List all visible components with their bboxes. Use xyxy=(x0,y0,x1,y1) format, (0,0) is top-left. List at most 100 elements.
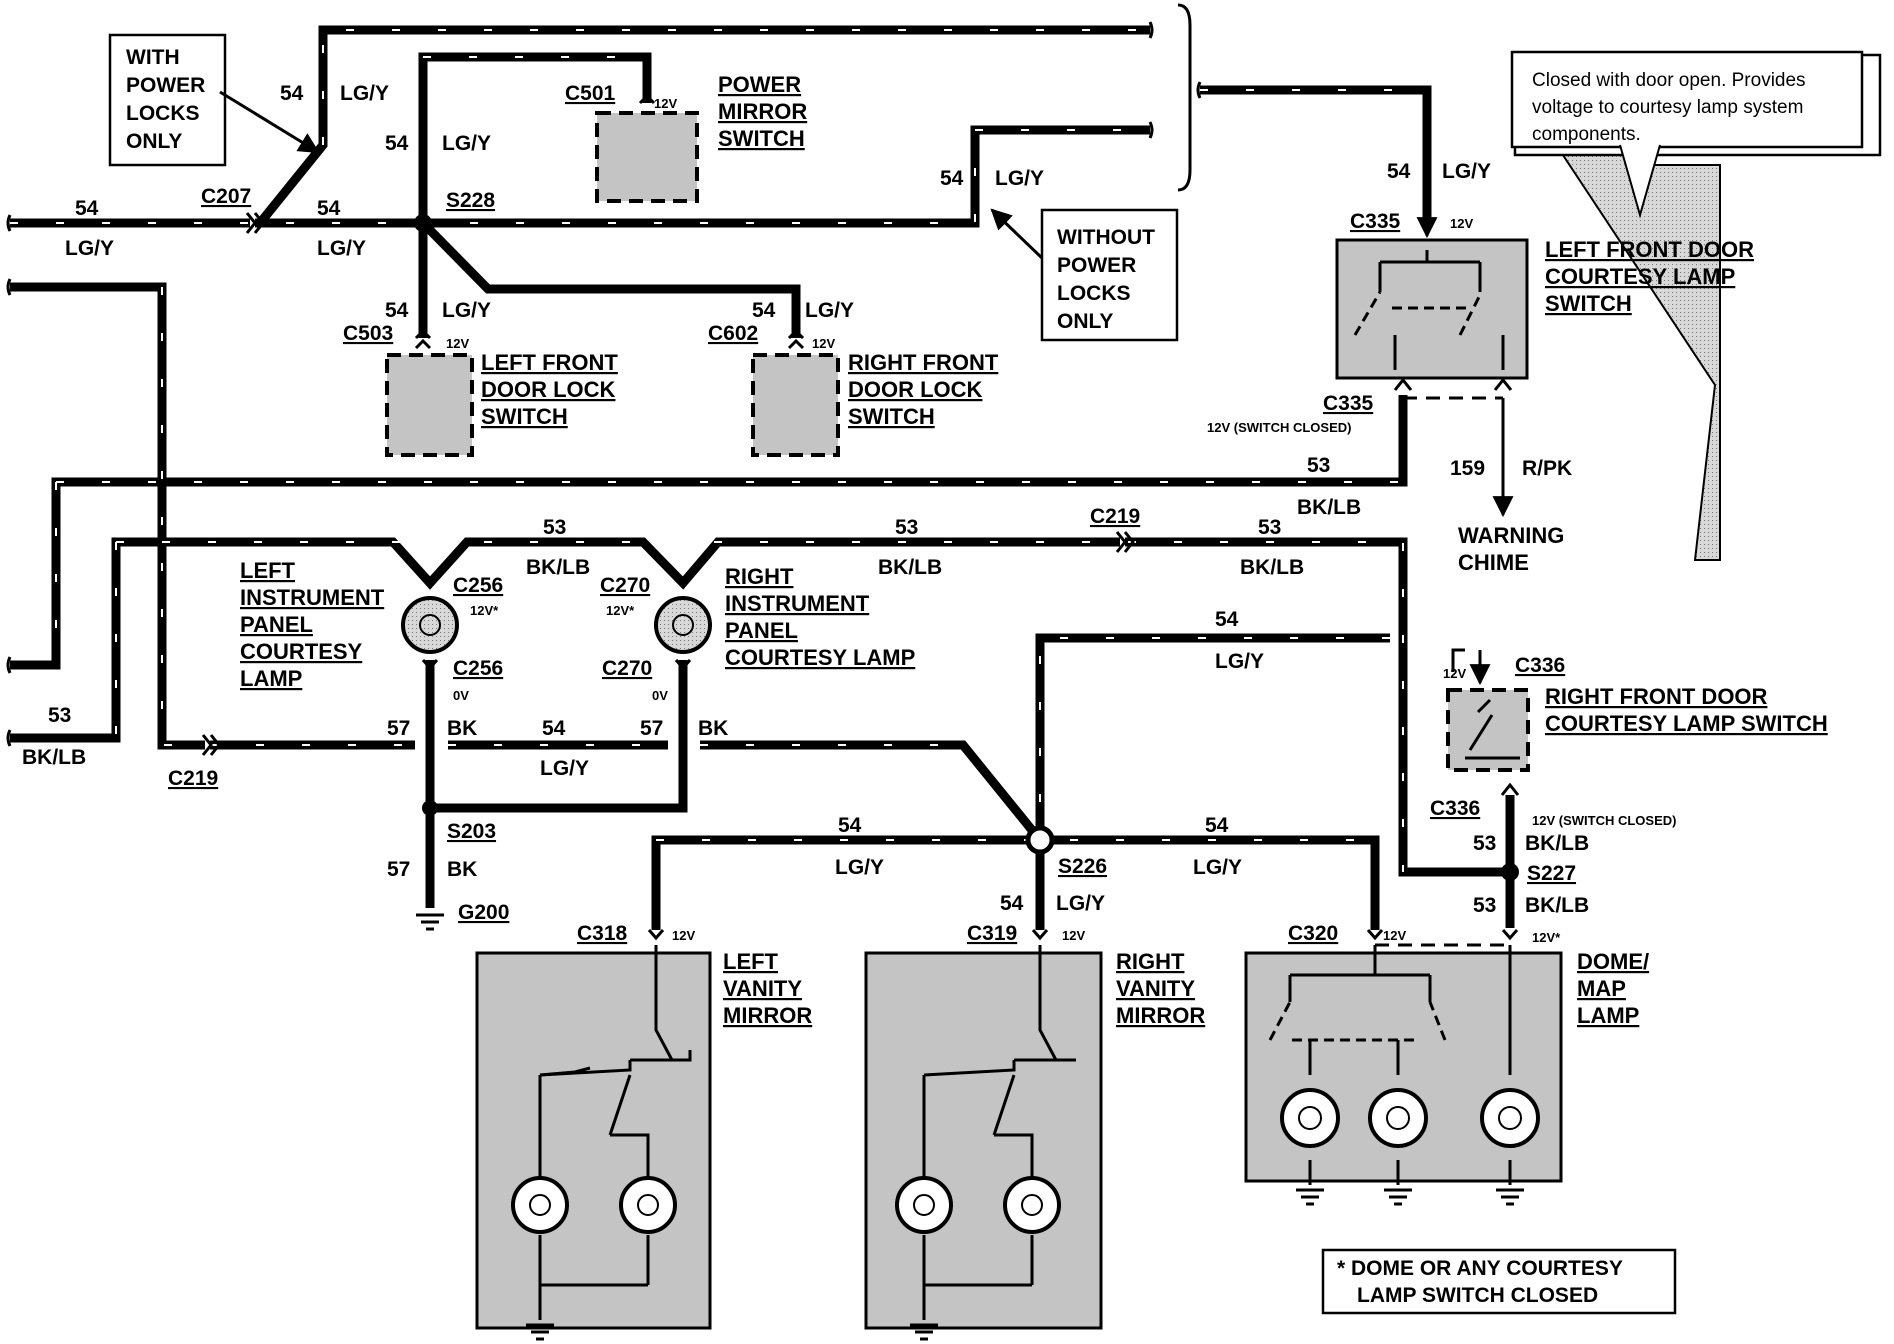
wire-color: BK/LB xyxy=(1525,832,1589,855)
circuit-number: 54 xyxy=(75,197,99,220)
right-vanity-mirror-label: VANITY xyxy=(1116,976,1195,1001)
left-front-door-courtesy-switch-label: COURTESY LAMP xyxy=(1545,264,1735,289)
connector-label: C270 xyxy=(602,657,652,680)
left-vanity-mirror-label: MIRROR xyxy=(723,1003,812,1028)
connector-label: C256 xyxy=(453,657,503,680)
circuit-number: 53 xyxy=(48,704,71,727)
left-front-door-lock-switch-label: DOOR LOCK xyxy=(481,377,616,402)
connector-label: C335 xyxy=(1323,392,1374,415)
left-vanity-mirror-box xyxy=(475,951,712,1330)
left-ip-courtesy-lamp-symbol xyxy=(401,596,459,654)
footnote-line: * DOME OR ANY COURTESY xyxy=(1337,1257,1623,1280)
circuit-number: 53 xyxy=(1473,832,1496,855)
circuit-number: 54 xyxy=(752,299,776,322)
circuit-number: 54 xyxy=(838,814,862,837)
connector-label: C503 xyxy=(343,322,393,345)
connector-label: C256 xyxy=(453,574,503,597)
wire-color: R/PK xyxy=(1522,457,1572,480)
circuit-number: 53 xyxy=(1258,516,1281,539)
circuit-number: 54 xyxy=(1205,814,1229,837)
with-power-locks-note xyxy=(108,33,227,167)
right-ip-courtesy-lamp-label: RIGHT xyxy=(725,564,794,589)
warning-chime-label: CHIME xyxy=(1458,550,1529,575)
circuit-number: 53 xyxy=(895,516,918,539)
wire-color: LG/Y xyxy=(1442,160,1491,183)
voltage-label: 12V xyxy=(1443,666,1466,681)
without-power-locks-note-line: POWER xyxy=(1057,254,1136,277)
voltage-label: 12V xyxy=(672,928,695,943)
without-power-locks-note xyxy=(1040,208,1179,342)
voltage-label: 12V* xyxy=(606,603,635,618)
left-ip-courtesy-lamp-label: COURTESY xyxy=(240,639,363,664)
connector-label: C602 xyxy=(708,322,758,345)
callout-line: components. xyxy=(1532,124,1641,145)
circuit-number: 54 xyxy=(1215,608,1239,631)
circuit-number: 53 xyxy=(543,516,566,539)
wire-color: LG/Y xyxy=(1056,892,1105,915)
without-power-locks-note-line: ONLY xyxy=(1057,310,1113,333)
voltage-label: 12V xyxy=(654,96,677,111)
voltage-label: 12V (SWITCH CLOSED) xyxy=(1532,813,1676,828)
left-ip-courtesy-lamp-label: LAMP xyxy=(240,666,302,691)
connector-label: C318 xyxy=(577,922,628,945)
right-vanity-mirror-label: RIGHT xyxy=(1116,949,1185,974)
ground-symbol xyxy=(416,913,444,931)
wire-color: BK xyxy=(447,717,477,740)
callout-line: Closed with door open. Provides xyxy=(1532,70,1806,91)
connector-label: C336 xyxy=(1515,654,1565,677)
voltage-label: 12V xyxy=(1450,216,1473,231)
left-front-door-courtesy-switch-label: LEFT FRONT DOOR xyxy=(1545,237,1754,262)
courtesy-callout xyxy=(1510,50,1882,561)
wire-color: LG/Y xyxy=(540,757,589,780)
footnote-line: LAMP SWITCH CLOSED xyxy=(1357,1284,1598,1307)
connector-label: C207 xyxy=(201,185,251,208)
ground-symbol xyxy=(1384,1188,1412,1206)
wire-color: LG/Y xyxy=(340,82,389,105)
right-front-door-lock-switch-label: SWITCH xyxy=(848,404,935,429)
power-mirror-switch-label: POWER xyxy=(718,72,801,97)
right-ip-courtesy-lamp-label: INSTRUMENT xyxy=(725,591,870,616)
power-mirror-switch-label: SWITCH xyxy=(718,126,805,151)
right-ip-courtesy-lamp-label: PANEL xyxy=(725,618,798,643)
voltage-label: 12V xyxy=(1062,928,1085,943)
wire-color: BK xyxy=(447,858,477,881)
wire-color: LG/Y xyxy=(995,167,1044,190)
splice-label: S226 xyxy=(1058,855,1107,878)
without-power-locks-note-line: LOCKS xyxy=(1057,282,1131,305)
connector-label: C501 xyxy=(565,82,616,105)
wire-color: LG/Y xyxy=(442,299,491,322)
left-front-door-lock-switch-label: SWITCH xyxy=(481,404,568,429)
left-vanity-mirror-label: VANITY xyxy=(723,976,802,1001)
power-mirror-switch-box xyxy=(595,111,699,203)
wire-color: LG/Y xyxy=(65,237,114,260)
connector-label: C219 xyxy=(168,767,218,790)
footnote-box xyxy=(1321,1248,1677,1315)
left-front-door-lock-switch-label: LEFT FRONT xyxy=(481,350,618,375)
connector-label: C219 xyxy=(1090,505,1140,528)
splice-label: S228 xyxy=(446,189,495,212)
wire-color: BK/LB xyxy=(878,556,942,579)
right-ip-courtesy-lamp-symbol xyxy=(654,596,712,654)
power-mirror-switch-label: MIRROR xyxy=(718,99,807,124)
circuit-number: 57 xyxy=(387,717,410,740)
dome-map-lamp-label: LAMP xyxy=(1577,1003,1639,1028)
right-front-door-lock-switch-label: DOOR LOCK xyxy=(848,377,983,402)
circuit-number: 54 xyxy=(940,167,964,190)
wire-color: LG/Y xyxy=(1193,856,1242,879)
right-front-door-courtesy-switch-label: RIGHT FRONT DOOR xyxy=(1545,684,1768,709)
connector-label: C335 xyxy=(1350,210,1401,233)
wire-color: LG/Y xyxy=(442,132,491,155)
wire-color: BK/LB xyxy=(526,556,590,579)
circuit-number: 53 xyxy=(1307,454,1330,477)
warning-chime-label: WARNING xyxy=(1458,523,1564,548)
circuit-number: 57 xyxy=(387,858,410,881)
voltage-label: 12V xyxy=(1383,928,1406,943)
ground-symbol xyxy=(1496,1188,1524,1206)
left-front-door-lock-switch-box xyxy=(385,353,474,457)
with-power-locks-note-line: ONLY xyxy=(126,130,182,153)
voltage-label: 12V xyxy=(446,336,469,351)
left-ip-courtesy-lamp-label: INSTRUMENT xyxy=(240,585,385,610)
wire-color: BK/LB xyxy=(22,746,86,769)
ground-symbol xyxy=(1296,1188,1324,1206)
